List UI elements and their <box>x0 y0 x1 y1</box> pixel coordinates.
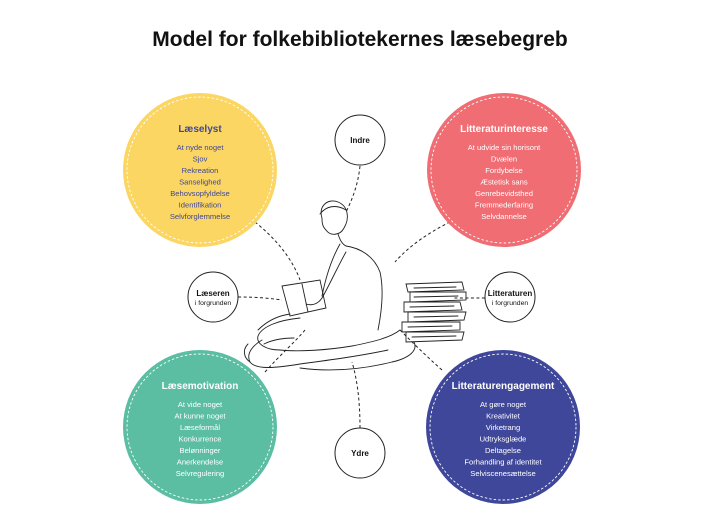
connector-ydre-to-figure <box>351 361 361 429</box>
circle-laeselyst-title: Læselyst <box>178 124 222 135</box>
connector-litteraturinteresse-to-figure <box>394 221 451 263</box>
circle-litteraturengagement-item: Selviscenesættelse <box>470 469 535 478</box>
figure-arm <box>305 251 347 306</box>
figure-hair <box>319 206 347 215</box>
circle-litteraturengagement-title: Litteraturengagement <box>452 381 555 392</box>
circle-laesemotivation-item: Anerkendelse <box>177 458 223 467</box>
circle-litteraturinteresse-item: Fordybelse <box>485 166 523 175</box>
circle-litteraturinteresse-item: At udvide sin horisont <box>468 143 541 152</box>
node-ydre: Ydre <box>334 427 386 479</box>
figure-neck <box>337 233 347 247</box>
circle-litteraturengagement-item: Kreativitet <box>486 412 521 421</box>
circle-laesemotivation-item: At kunne noget <box>174 412 226 421</box>
circle-laesemotivation: Læsemotivation At vide noget At kunne noge… <box>123 350 277 504</box>
circle-laesemotivation-item: Belønninger <box>180 446 221 455</box>
circle-litteraturengagement-fill <box>426 350 580 504</box>
circle-laesemotivation-item: Konkurrence <box>178 435 221 444</box>
circle-litteraturinteresse-fill <box>427 93 581 247</box>
circle-litteraturinteresse: Litteraturinteresse At udvide sin horison… <box>427 93 581 247</box>
circle-litteraturinteresse-item: Fremmederfaring <box>475 201 533 210</box>
node-litteraturen-circle <box>484 271 536 323</box>
connector-laeselyst-to-figure <box>254 221 301 281</box>
connector-litteraturengagement-to-figure <box>399 329 443 371</box>
figure-knee <box>257 317 301 351</box>
book-6 <box>405 331 465 343</box>
circle-litteraturengagement-item: At gøre noget <box>480 400 527 409</box>
circle-laeselyst-item: At nyde noget <box>177 143 225 152</box>
circle-litteraturinteresse-item: Selvdannelse <box>481 212 527 221</box>
node-laeseren-circle <box>187 271 239 323</box>
figure-back <box>321 243 341 297</box>
figure-lower-leg <box>248 339 389 368</box>
node-laeseren: Læseren i forgrunden <box>187 271 239 323</box>
circle-litteraturinteresse-dashed-ring <box>430 96 578 244</box>
connector-lines <box>237 165 486 429</box>
circle-laeselyst-item: Selvforglemmelse <box>170 212 230 221</box>
circles-layer: Læselyst At nyde nogetSjovRekreationSanse… <box>123 93 581 504</box>
node-indre-circle <box>334 114 386 166</box>
circle-laesemotivation-fill <box>123 350 277 504</box>
figure-head <box>320 200 348 235</box>
figure-leg <box>279 329 401 352</box>
book-5 <box>401 321 461 333</box>
node-indre-label: Indre <box>350 136 370 145</box>
circle-litteraturengagement-item: Virketrang <box>486 423 520 432</box>
circle-laeselyst-item: Sjov <box>193 155 208 164</box>
circle-laesemotivation-title: Læsemotivation <box>162 381 239 392</box>
node-laeseren-sublabel: i forgrunden <box>195 300 231 307</box>
circle-laeselyst-dashed-ring <box>126 96 274 244</box>
circle-litteraturengagement-item: Udtryksglæde <box>480 435 527 444</box>
figure-seat-scribble <box>299 341 416 371</box>
figure-foot <box>243 343 251 363</box>
circle-laesemotivation-item: Læseformål <box>180 423 220 432</box>
reader-figure-illustration <box>243 200 416 371</box>
books-stack-illustration <box>401 281 467 343</box>
book-3 <box>403 301 463 313</box>
circle-laesemotivation-item: At vide noget <box>178 400 223 409</box>
node-laeseren-label: Læseren <box>196 289 229 298</box>
circle-litteraturengagement: Litteraturengagement At gøre nogetKreativ… <box>426 350 580 504</box>
circle-laeselyst: Læselyst At nyde nogetSjovRekreationSanse… <box>123 93 277 247</box>
book-pages <box>407 286 459 338</box>
connector-indre-to-figure <box>345 165 361 213</box>
page-title: Model for folkebibliotekernes læsebegreb <box>152 28 568 51</box>
node-indre: Indre <box>334 114 386 166</box>
circle-laesemotivation-item: Selvregulering <box>176 469 225 478</box>
circle-laeselyst-item: Identifikation <box>179 201 222 210</box>
node-litteraturen: Litteraturen i forgrunden <box>484 271 536 323</box>
connector-laeseren-to-figure <box>237 296 283 301</box>
circle-litteraturengagement-dashed-ring <box>429 353 577 501</box>
node-litteraturen-label: Litteraturen <box>488 289 533 298</box>
node-litteraturen-sublabel: i forgrunden <box>492 300 528 307</box>
circle-litteraturinteresse-item: Dvælen <box>491 155 517 164</box>
figure-torso <box>345 245 383 331</box>
circle-laeselyst-item: Sanselighed <box>179 178 221 187</box>
circle-litteraturinteresse-item: Genrebevidsthed <box>475 189 533 198</box>
book-1 <box>405 281 465 293</box>
circle-litteraturengagement-item: Deltagelse <box>485 446 521 455</box>
circle-laeselyst-item: Behovsopfyldelse <box>170 189 230 198</box>
circle-laesemotivation-dashed-ring <box>126 353 274 501</box>
figure-book <box>281 279 327 317</box>
circle-laeselyst-fill <box>123 93 277 247</box>
figure-book-spine <box>301 283 309 313</box>
figure-scribble-left <box>257 313 295 345</box>
circle-laeselyst-item: Rekreation <box>182 166 219 175</box>
book-4 <box>407 311 467 323</box>
book-2 <box>409 291 467 303</box>
node-ydre-label: Ydre <box>351 449 369 458</box>
circle-litteraturengagement-item: Forhandling af identitet <box>464 458 542 467</box>
circle-litteraturinteresse-title: Litteraturinteresse <box>460 124 548 135</box>
circle-litteraturinteresse-item: Æstetisk sans <box>480 178 527 187</box>
node-ydre-circle <box>334 427 386 479</box>
